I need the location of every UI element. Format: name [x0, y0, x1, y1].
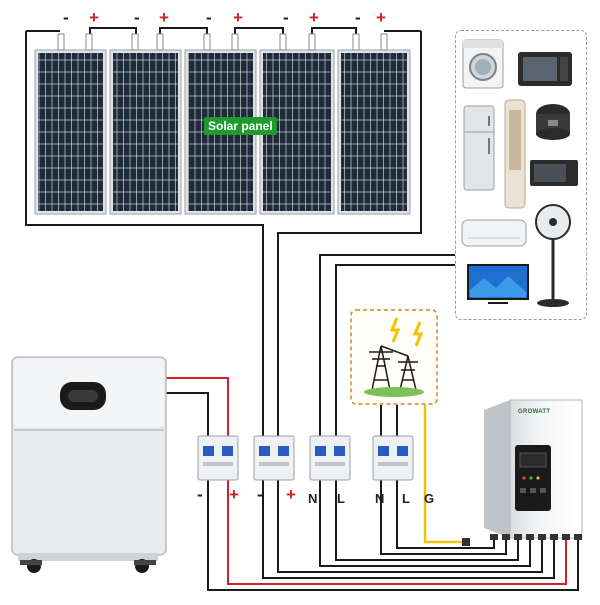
solar-panel-array	[34, 33, 411, 215]
refrigerator-icon	[463, 105, 495, 191]
inverter-output-wires	[207, 475, 579, 591]
pv-string-wires	[25, 27, 422, 445]
air-conditioner-icon	[461, 219, 527, 247]
load-l-label: L	[337, 491, 345, 506]
lightning-bolt-icon	[412, 321, 424, 347]
washing-machine-icon	[462, 39, 504, 89]
panel-3-minus-label: -	[206, 8, 212, 27]
battery-unit	[11, 356, 167, 573]
standing-fan-icon	[535, 204, 571, 307]
panel-3-plus-label: +	[233, 8, 243, 27]
grid-utility-box	[350, 309, 438, 405]
rice-cooker-icon	[536, 104, 570, 140]
breaker-load	[309, 435, 351, 481]
breaker-battery	[197, 435, 239, 481]
breaker-pv	[253, 435, 295, 481]
solar-panel	[337, 49, 411, 215]
inverter-terminals	[490, 534, 582, 540]
panel-2-plus-label: +	[159, 8, 169, 27]
inverter-unit	[462, 399, 583, 546]
pv-minus-label: -	[257, 485, 263, 504]
solar-panel-label: Solar panel	[204, 117, 277, 135]
solar-panel	[34, 49, 107, 215]
microwave-oven-icon	[518, 52, 572, 86]
panel-5-plus-label: +	[376, 8, 386, 27]
panel-1-plus-label: +	[89, 8, 99, 27]
battery-minus-label: -	[197, 485, 203, 504]
panel-4-plus-label: +	[309, 8, 319, 27]
load-wires	[319, 254, 455, 445]
power-tower-icon	[369, 345, 418, 391]
inverter-brand-logo: GROWATT	[518, 409, 551, 415]
television-icon	[467, 264, 529, 304]
grid-g-label: G	[424, 491, 435, 506]
panel-connectors	[57, 33, 388, 51]
pv-plus-label: +	[286, 485, 296, 504]
breaker-grid	[372, 435, 414, 481]
toaster-oven-icon	[530, 160, 578, 186]
air-purifier-icon	[504, 99, 526, 209]
panel-2-minus-label: -	[134, 8, 140, 27]
panel-5-minus-label: -	[355, 8, 361, 27]
battery-wires	[165, 377, 229, 445]
battery-plus-label: +	[229, 485, 239, 504]
grid-l-label: L	[402, 491, 410, 506]
solar-panel	[109, 49, 182, 215]
load-n-label: N	[308, 491, 318, 506]
lightning-bolt-icon	[389, 317, 401, 343]
grid-n-label: N	[375, 491, 385, 506]
panel-1-minus-label: -	[63, 8, 69, 27]
panel-4-minus-label: -	[283, 8, 289, 27]
